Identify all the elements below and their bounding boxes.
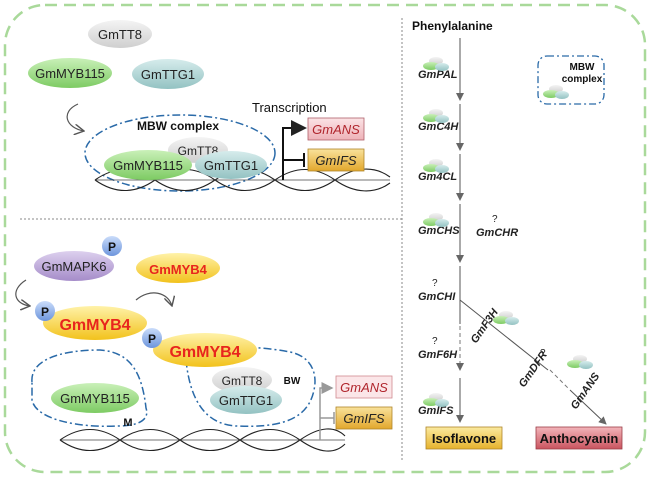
gene-ans-label-bottom: GmANS <box>340 380 388 395</box>
enzyme-4cl: Gm4CL <box>418 171 457 183</box>
product-anthocyanin-label: Anthocyanin <box>540 431 619 446</box>
gene-ifs-box-bottom <box>335 406 393 430</box>
bottom-panel: GmMAPK6 P GmMYB4 GmMYB4 P GmMYB115 M GmM… <box>15 236 393 452</box>
myb4-phos-protein-2 <box>153 333 257 367</box>
outer-frame <box>3 3 647 474</box>
binding-arrow <box>135 292 172 306</box>
transcription-label: Transcription <box>252 100 327 115</box>
complex-myb115-label: GmMYB115 <box>113 158 183 173</box>
question-f6h: ? <box>432 336 438 347</box>
phosphorylation-arrow <box>15 279 30 306</box>
legend-mbw-icon <box>543 85 569 99</box>
myb4-phos-label-2: GmMYB4 <box>169 344 240 361</box>
top-panel: GmTT8 GmMYB115 GmTTG1 MBW complex GmTT8 … <box>28 20 391 192</box>
product-isoflavone-box <box>425 426 503 450</box>
complex-ttg1-protein <box>195 151 267 179</box>
enzyme-c4h: GmC4H <box>418 121 459 133</box>
question-chr: ? <box>492 214 498 225</box>
phenylalanine-label: Phenylalanine <box>412 19 493 33</box>
phospho-label-2: P <box>148 332 156 346</box>
mapk6-label: GmMAPK6 <box>41 259 106 274</box>
bw-label: BW <box>284 376 301 387</box>
gene-ifs-box-top <box>307 148 365 172</box>
free-ttg1-protein <box>132 59 204 89</box>
mbw-icon-ifs <box>423 393 449 407</box>
assembly-arrow <box>66 103 84 131</box>
mbw-icon-pal <box>423 57 449 71</box>
mbw-icon-ans <box>567 355 593 369</box>
enzyme-chi: GmCHI <box>418 291 456 303</box>
gene-ifs-label-bottom: GmIFS <box>343 411 384 426</box>
m-label: M <box>123 417 132 429</box>
mapk6-protein <box>34 251 114 281</box>
myb4-phos-protein-1 <box>43 306 147 340</box>
phospho-badge-2 <box>142 328 162 348</box>
enzyme-f3h: GmF3H <box>469 306 502 346</box>
free-tt8-label: GmTT8 <box>98 27 142 42</box>
gene-ans-label-top: GmANS <box>312 122 360 137</box>
enzyme-chs: GmCHS <box>418 225 460 237</box>
free-myb115-protein <box>28 58 112 88</box>
bw-fragment-outline <box>185 346 316 428</box>
question-chi: ? <box>432 278 438 289</box>
enzyme-chr: GmCHR <box>476 227 518 239</box>
pathway-panel: Phenylalanine GmPAL GmC4H Gm4CL GmCHS Gm… <box>412 19 623 450</box>
myb4-free-label: GmMYB4 <box>149 262 208 277</box>
complex-ttg1-label: GmTTG1 <box>204 158 258 173</box>
question-dfr: ? <box>540 348 546 359</box>
phospho-badge-mapk <box>102 236 122 256</box>
mbw-icon-4cl <box>423 159 449 173</box>
free-tt8-protein <box>88 20 152 48</box>
gene-ans-box-top <box>307 117 365 141</box>
phospho-label-1: P <box>41 305 49 319</box>
phospho-badge-1 <box>35 301 55 321</box>
mbw-icon-c4h <box>423 109 449 123</box>
m-fragment-outline <box>31 349 148 428</box>
enzyme-ifs: GmIFS <box>418 405 454 417</box>
branch-arrow-ans <box>569 389 607 425</box>
product-anthocyanin-box <box>535 426 623 450</box>
dna-helix-bottom <box>59 428 346 452</box>
gene-ifs-label-top: GmIFS <box>315 153 356 168</box>
m-myb115-protein <box>51 383 139 413</box>
branch-arrow-f3h <box>459 299 549 371</box>
complex-myb115-protein <box>104 150 192 180</box>
bw-ttg1-protein <box>210 386 282 414</box>
enzyme-f6h: GmF6H <box>418 349 458 361</box>
weak-activation-arrow <box>319 382 334 440</box>
free-ttg1-label: GmTTG1 <box>141 67 195 82</box>
bw-ttg1-label: GmTTG1 <box>219 393 273 408</box>
legend-line-2: complex <box>562 74 603 85</box>
mbw-icon-chs <box>423 213 449 227</box>
mbw-complex-label: MBW complex <box>137 119 219 133</box>
product-isoflavone-label: Isoflavone <box>432 431 496 446</box>
enzyme-ans: GmANS <box>569 370 603 411</box>
activation-arrow <box>282 120 307 180</box>
free-myb115-label: GmMYB115 <box>35 66 105 81</box>
mbw-legend-box <box>537 55 605 105</box>
legend-line-1: MBW <box>570 62 596 73</box>
phospho-label-mapk: P <box>108 240 116 254</box>
mbw-complex-outline <box>84 114 276 192</box>
enzyme-pal: GmPAL <box>418 69 458 81</box>
myb4-free-protein <box>136 253 220 283</box>
bw-tt8-label: GmTT8 <box>222 374 263 388</box>
myb4-phos-label-1: GmMYB4 <box>59 317 130 334</box>
m-myb115-label: GmMYB115 <box>60 391 130 406</box>
branch-arrow-dfr <box>549 369 569 389</box>
bw-tt8-protein <box>212 367 272 393</box>
gene-ans-box-bottom <box>335 375 393 399</box>
